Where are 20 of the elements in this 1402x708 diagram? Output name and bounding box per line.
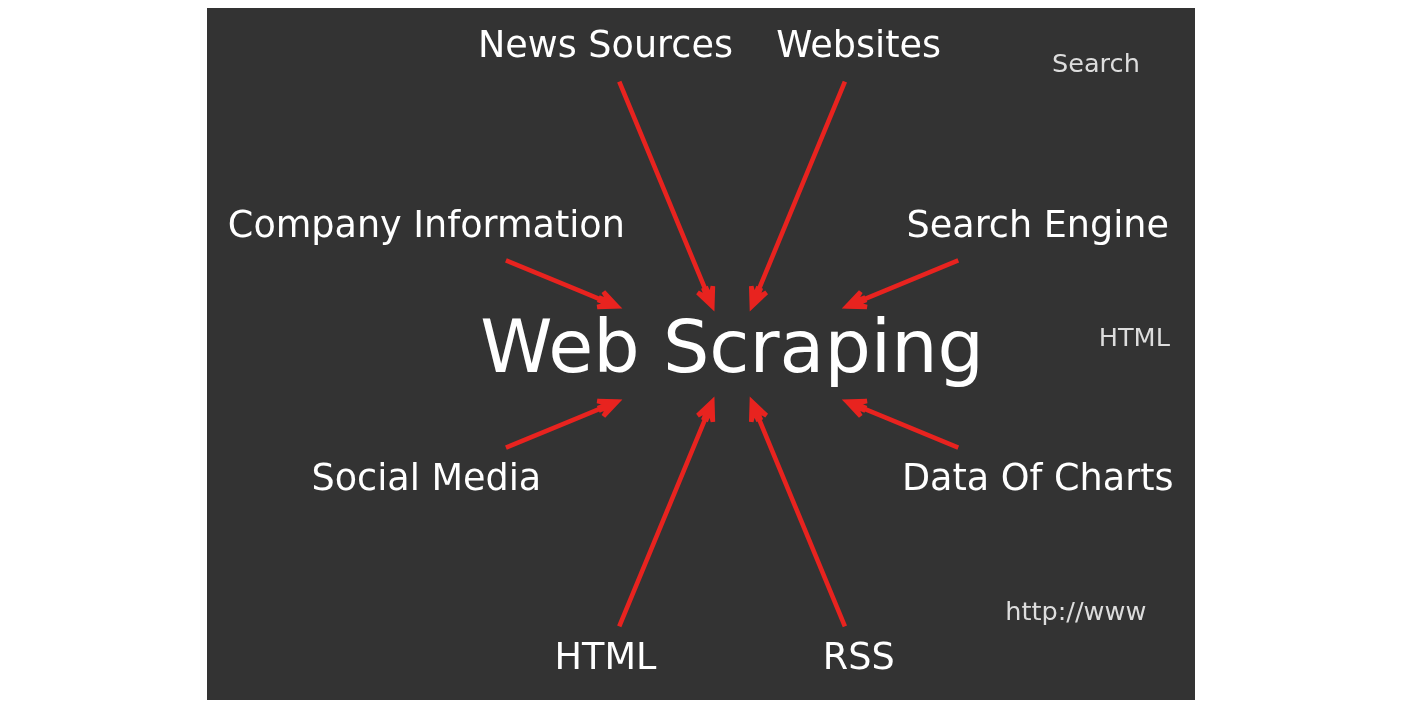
arrow bbox=[505, 398, 620, 450]
node-text: Web Scraping bbox=[480, 304, 984, 390]
node-text: Social Media bbox=[311, 455, 542, 499]
node-text: RSS bbox=[822, 634, 895, 678]
node-text: News Sources bbox=[477, 23, 733, 67]
arrow bbox=[617, 80, 716, 309]
arrow bbox=[505, 258, 620, 310]
arrow bbox=[844, 258, 960, 310]
arrow bbox=[844, 398, 960, 450]
node-text: Company Information bbox=[227, 202, 625, 246]
node-text: Data Of Charts bbox=[901, 455, 1174, 499]
arrow bbox=[617, 399, 716, 628]
arrow bbox=[748, 399, 847, 628]
arrow bbox=[748, 80, 847, 309]
node-text: Websites bbox=[776, 23, 942, 67]
node-text: Search Engine bbox=[906, 202, 1169, 246]
label: HTML bbox=[1098, 322, 1170, 353]
node-text: HTML bbox=[554, 634, 657, 678]
label: http://www bbox=[1005, 596, 1147, 627]
label: Search bbox=[1051, 47, 1140, 78]
